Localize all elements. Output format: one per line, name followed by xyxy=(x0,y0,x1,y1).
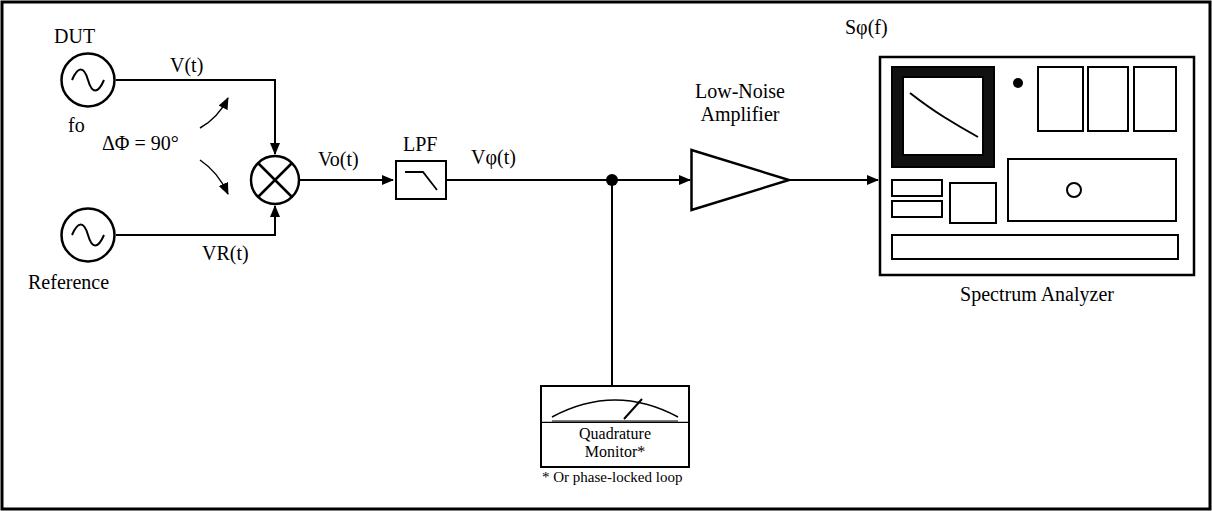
signal-connector xyxy=(447,180,612,385)
drawing-stroke xyxy=(72,70,104,91)
signal-label: ΔΦ = 90° xyxy=(100,132,181,155)
drawing-stroke xyxy=(1008,159,1176,221)
signal-label: VR(t) xyxy=(200,242,251,265)
signal-connector xyxy=(790,179,878,181)
frequency-label: fo xyxy=(68,114,85,137)
drawing-stroke xyxy=(892,201,942,217)
drawing-stroke xyxy=(62,54,115,107)
node-outline xyxy=(690,130,790,230)
drawing-stroke xyxy=(892,235,1178,259)
monitor-name: Quadrature Monitor* xyxy=(542,423,688,466)
node-outline xyxy=(397,162,445,198)
monitor-box: Quadrature Monitor* xyxy=(540,385,690,468)
mixer-symbol xyxy=(251,156,299,204)
instrument-name: Spectrum Analyzer xyxy=(878,283,1196,306)
phase-arrow xyxy=(200,160,228,194)
drawing-stroke xyxy=(950,183,996,223)
spectrum-analyzer: Spectrum Analyzer xyxy=(878,55,1196,277)
node-outline xyxy=(878,55,1196,277)
amplifier-name: Low-Noise Amplifier xyxy=(660,80,820,126)
drawing-stroke xyxy=(405,172,437,190)
drawing-stroke xyxy=(1013,78,1023,88)
amplifier-triangle: Low-Noise Amplifier xyxy=(690,130,790,230)
drawing-stroke xyxy=(903,77,983,155)
drawing-stroke xyxy=(1067,183,1081,197)
source-name: Reference xyxy=(28,271,109,294)
reference-wire xyxy=(116,206,275,235)
signal-label: V(t) xyxy=(168,54,205,77)
drawing-stroke xyxy=(72,225,104,246)
footnote: * Or phase-locked loop xyxy=(540,469,684,486)
mixer-output-wire xyxy=(299,179,393,181)
signal-label: Vo(t) xyxy=(316,148,361,171)
signal-label: Vφ(t) xyxy=(469,146,518,169)
filter-name: LPF xyxy=(403,133,437,156)
oscillator-source: DUTfo xyxy=(60,52,116,108)
node-outline xyxy=(60,52,116,108)
drawing-stroke xyxy=(552,400,678,417)
drawing-stroke xyxy=(62,209,115,262)
phase-arrow xyxy=(200,98,228,128)
drawing-stroke xyxy=(692,150,790,210)
drawing-stroke xyxy=(624,399,642,419)
drawing-stroke xyxy=(892,180,942,196)
drawing-stroke xyxy=(1038,67,1083,131)
node-outline xyxy=(60,207,116,263)
drawing-stroke xyxy=(1134,67,1176,131)
drawing-stroke xyxy=(910,93,978,137)
filter-box: LPF xyxy=(395,160,447,200)
drawing-stroke xyxy=(542,422,688,423)
meter-symbol xyxy=(542,387,688,423)
oscillator-source: Reference xyxy=(60,207,116,263)
drawing-stroke xyxy=(1088,67,1128,131)
drawing-stroke xyxy=(892,67,994,167)
signal-label: Sφ(f) xyxy=(843,16,890,39)
source-name: DUT xyxy=(54,25,95,48)
drawing-stroke xyxy=(552,420,678,421)
drawing-stroke xyxy=(880,57,1194,275)
